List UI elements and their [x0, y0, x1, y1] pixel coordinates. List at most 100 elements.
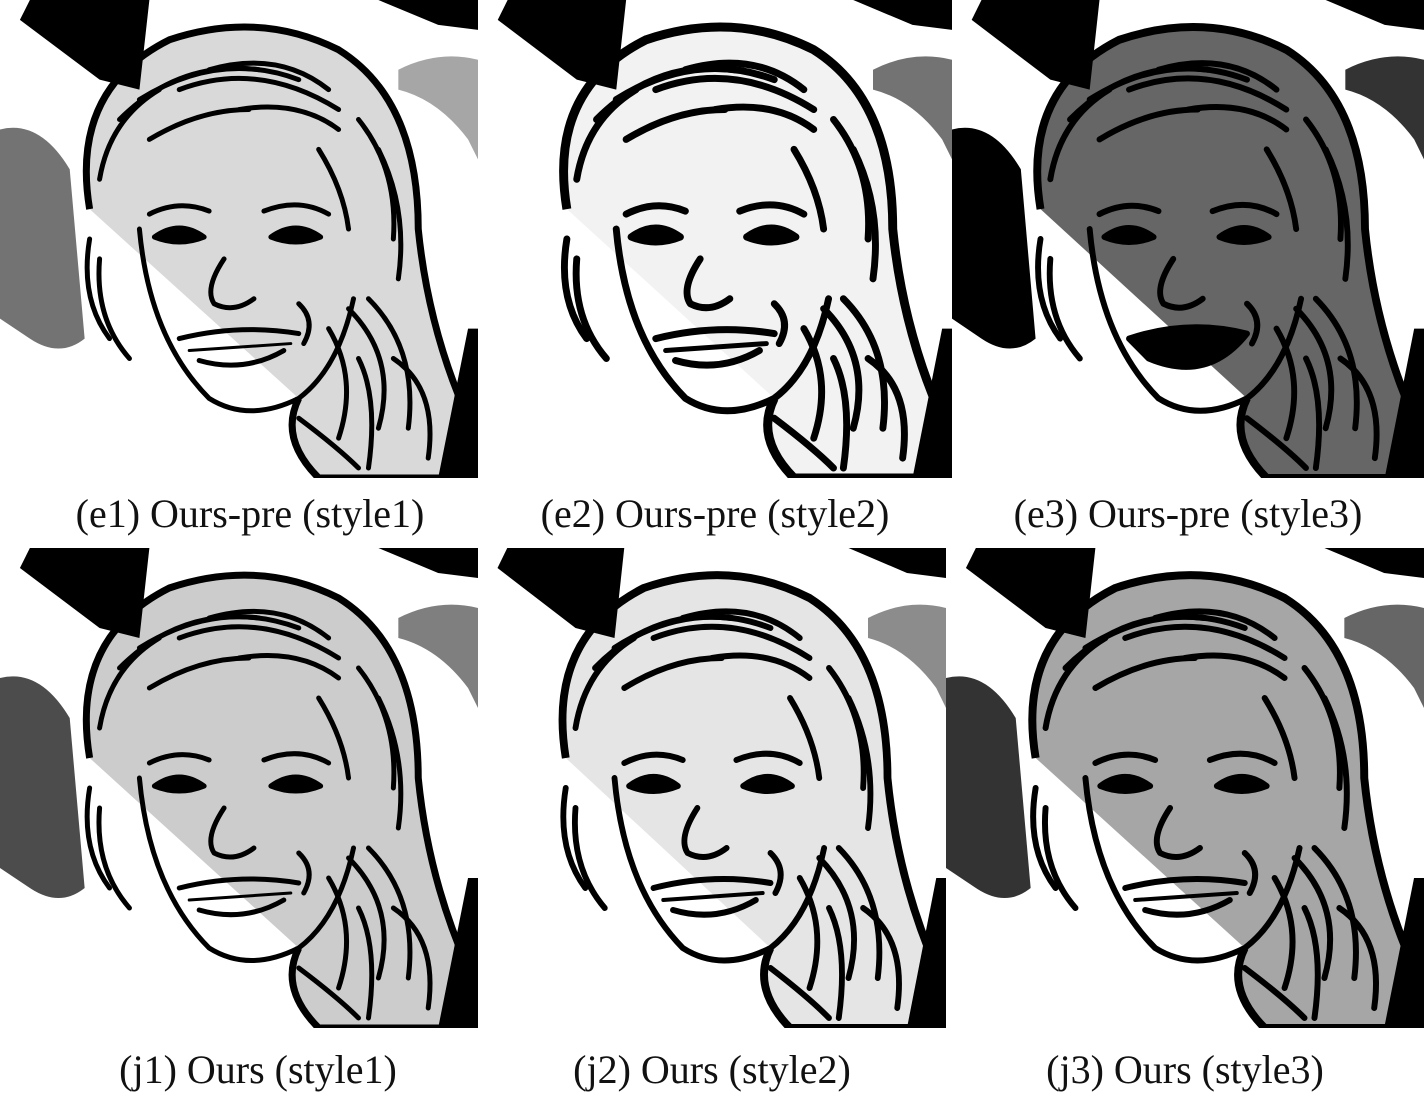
teeth-line — [661, 891, 765, 902]
portrait-drawing — [952, 0, 1424, 478]
teeth-line — [663, 341, 769, 354]
hair-strand — [681, 59, 808, 94]
caption-j1: (j1) Ours (style1) — [119, 1047, 397, 1092]
hair-strand — [96, 256, 132, 361]
hair-strand — [1046, 255, 1083, 362]
hair-strand — [796, 875, 821, 991]
hair-strand — [375, 695, 404, 831]
cap-brim-left — [19, 548, 150, 638]
hair-strand — [830, 355, 851, 472]
panel-j1: (j1) Ours (style1) — [0, 548, 478, 1104]
portrait-drawing — [478, 0, 952, 478]
hair-strand — [390, 905, 433, 1011]
eye-left — [151, 774, 207, 794]
hair-strand — [326, 875, 349, 991]
eye-left — [626, 774, 681, 794]
hair-strand — [826, 905, 845, 1021]
hair-strand — [1152, 608, 1278, 641]
hair-strand — [860, 905, 902, 1011]
mouth-top — [176, 327, 302, 342]
hair-strand — [84, 785, 113, 891]
eye-left — [151, 225, 207, 245]
hair-strand — [365, 296, 413, 431]
hair-strand — [845, 695, 874, 831]
hair-strand — [316, 146, 352, 232]
hair-strand — [97, 87, 162, 182]
hair-strand — [97, 635, 162, 731]
nose — [681, 805, 730, 860]
cheek-line — [770, 300, 788, 348]
eyebrow-left — [146, 203, 212, 217]
hair-strand — [560, 235, 591, 343]
caption-e3: (e3) Ours-pre (style3) — [1013, 491, 1363, 536]
eye-right — [740, 774, 795, 794]
hair-strand — [1311, 845, 1359, 981]
eyebrow-left — [622, 202, 689, 218]
hair-strand — [296, 415, 361, 471]
cap-brim-right — [378, 548, 478, 578]
eyebrow-right — [261, 202, 332, 217]
cheek-line — [296, 850, 312, 896]
hair-strand — [650, 623, 813, 661]
cheek-line — [767, 850, 784, 896]
hair-strand — [316, 695, 352, 781]
teeth-line — [187, 342, 293, 353]
cap-brim-left — [497, 0, 627, 90]
cap-brim-left — [971, 0, 1100, 90]
hair-strand — [1035, 236, 1064, 342]
cheek-line — [1241, 850, 1259, 896]
caption-e1: (e1) Ours-pre (style1) — [75, 491, 425, 536]
hair-strand — [296, 965, 361, 1021]
hair-strand — [326, 326, 349, 441]
hair-strand — [835, 845, 883, 981]
hair-strand — [365, 845, 413, 981]
hair-strand — [849, 145, 879, 283]
panel-j3: (j3) Ours (style3) — [946, 548, 1424, 1104]
eye-right — [268, 225, 324, 245]
eyebrow-right — [736, 201, 808, 218]
hair-strand — [236, 653, 342, 681]
hair-strand — [1042, 805, 1079, 911]
hair-strand — [572, 805, 608, 911]
hair-strand — [1092, 655, 1198, 691]
hair-strand — [652, 74, 818, 114]
teeth-line — [187, 891, 293, 902]
face-outline — [612, 225, 833, 415]
eyebrow-right — [261, 751, 332, 766]
eyebrow-left — [1092, 751, 1159, 766]
hair-strand — [1271, 875, 1296, 991]
hair-strand — [820, 305, 863, 432]
face-outline — [611, 775, 828, 964]
mouth-bottom — [672, 347, 763, 369]
hair-strand — [572, 255, 610, 362]
hair-strand — [679, 608, 803, 641]
caption-j2: (j2) Ours (style2) — [573, 1047, 851, 1092]
face-outline — [136, 226, 357, 414]
eye-left — [1097, 774, 1154, 794]
mouth-top — [650, 876, 774, 891]
hair-strand — [767, 965, 832, 1021]
hair-strand — [622, 106, 729, 143]
hair-strand — [206, 60, 332, 93]
hair-strand — [839, 295, 888, 432]
mouth-bottom — [670, 897, 759, 918]
hair-strand — [346, 306, 387, 431]
hair-strand — [1261, 695, 1298, 781]
portrait-sketch-e3 — [952, 0, 1424, 478]
eye-right — [268, 774, 324, 794]
hair-strand — [787, 695, 823, 781]
hair-strand — [96, 805, 132, 911]
portrait-sketch-j1 — [0, 548, 478, 1028]
portrait-drawing — [478, 548, 946, 1028]
portrait-drawing — [0, 0, 478, 478]
panel-e1: (e1) Ours-pre (style1) — [0, 0, 478, 545]
cap-brim-left — [497, 548, 625, 638]
hair-strand — [1042, 635, 1109, 731]
panel-e3: (e3) Ours-pre (style3) — [952, 0, 1424, 545]
cap-brim-right — [853, 0, 952, 30]
panel-j2: (j2) Ours (style2) — [478, 548, 946, 1104]
hair-strand — [146, 107, 252, 142]
hair-strand — [1030, 785, 1059, 891]
hair-strand — [800, 325, 826, 442]
